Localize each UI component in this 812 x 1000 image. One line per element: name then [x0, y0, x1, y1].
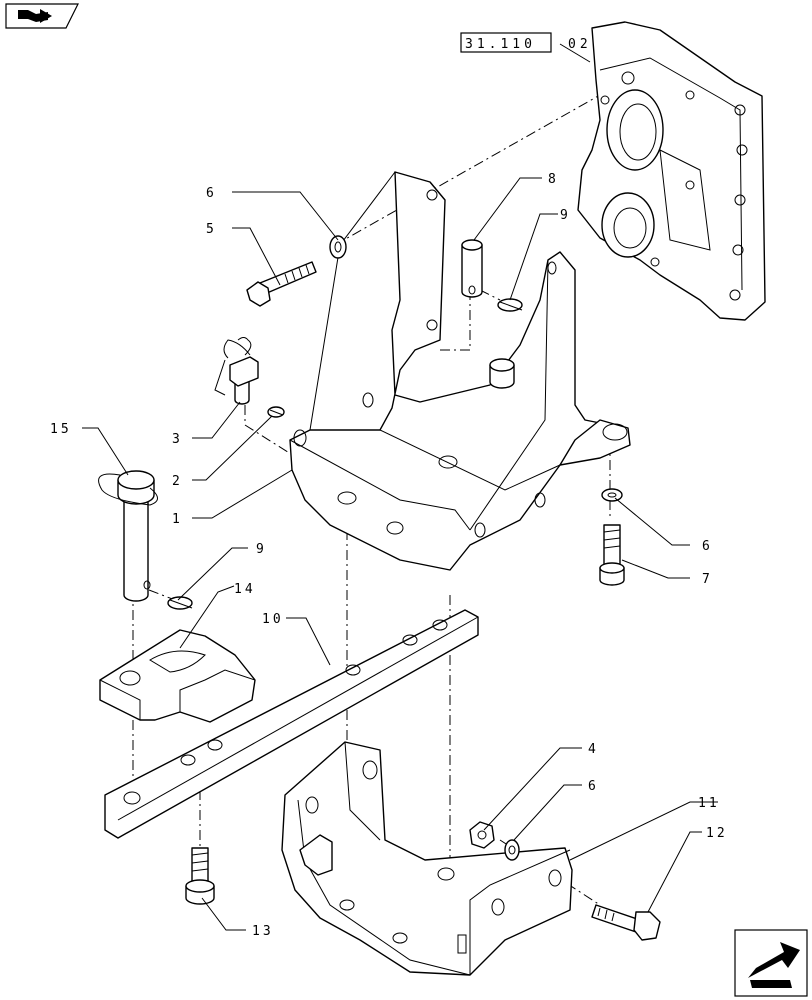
bolt-7 [599, 524, 625, 586]
callout-7: 7 [702, 572, 713, 587]
clip-9-lower [167, 596, 193, 610]
callout-14: 14 [234, 582, 256, 597]
leader-lines [82, 43, 718, 931]
callout-10: 10 [262, 612, 284, 627]
gearbox-housing [577, 21, 766, 321]
lynch-pin [98, 470, 158, 602]
bolt-5 [246, 261, 317, 307]
callout-4: 4 [588, 742, 599, 757]
callout-9: 9 [256, 542, 267, 557]
callout-12: 12 [706, 826, 728, 841]
callout-15: 15 [50, 422, 72, 437]
drawbar [104, 609, 479, 839]
callout-13: 13 [252, 924, 274, 939]
clip-9-upper [497, 298, 523, 312]
washer-6-right [601, 488, 623, 502]
chain-pin [214, 337, 259, 405]
callouts: 6 5 8 9 3 2 1 15 9 14 10 6 7 4 6 11 12 1… [50, 172, 728, 939]
callout-11: 11 [698, 796, 720, 811]
callout-5: 5 [206, 222, 217, 237]
next-page-arrow-icon[interactable] [734, 929, 808, 997]
callout-1: 1 [172, 512, 183, 527]
callout-8: 8 [548, 172, 559, 187]
pin-8 [461, 239, 483, 298]
main-bracket [289, 171, 631, 571]
nut-4 [469, 821, 495, 849]
washer-6-lower [504, 839, 520, 861]
callout-2: 2 [172, 474, 183, 489]
callout-6: 6 [588, 779, 599, 794]
bolt-13 [185, 847, 215, 905]
washer-6-upper [329, 235, 347, 259]
lower-bracket [281, 741, 573, 976]
callout-3: 3 [172, 432, 183, 447]
book-arrow-icon[interactable] [5, 3, 79, 29]
callout-9: 9 [560, 208, 571, 223]
reference-box-text: 31.110 [465, 37, 536, 52]
bolt-12 [591, 904, 661, 941]
callout-6: 6 [702, 539, 713, 554]
guide-block [99, 629, 256, 723]
callout-6: 6 [206, 186, 217, 201]
linch-clip-2 [267, 406, 285, 418]
